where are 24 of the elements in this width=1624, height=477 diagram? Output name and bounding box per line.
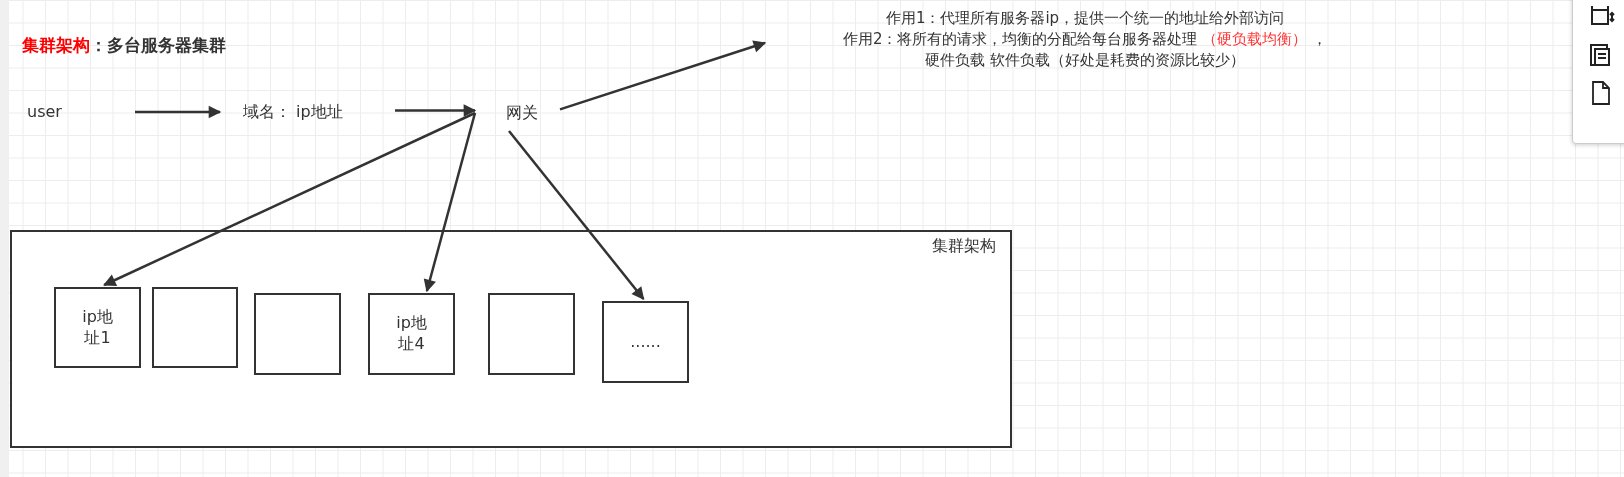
- node-label: 网关: [506, 103, 538, 124]
- arrow: [135, 105, 222, 119]
- arrow: [508, 130, 645, 300]
- explanation-text: 硬件负载 软件负载（好处是耗费的资源比较少）: [924, 50, 1246, 71]
- container-label: 集群架构: [932, 236, 996, 257]
- server-label: ......: [629, 331, 662, 353]
- explanation-text: 作用1：代理所有服务器ip，提供一个统一的地址给外部访问: [884, 8, 1286, 29]
- server-label: ip地址4: [395, 313, 428, 355]
- diagram-title: 集群架构：多台服务器集群: [22, 34, 226, 57]
- explanation-text: 作用2：将所有的请求，均衡的分配给每台服务器处理 （硬负载均衡） ，: [841, 29, 1329, 50]
- cluster-container: [10, 230, 1012, 448]
- arrow: [423, 112, 477, 293]
- node-label: 域名： ip地址: [243, 102, 343, 123]
- node-label: user: [27, 102, 62, 121]
- server-box: [54, 287, 141, 368]
- arrow: [395, 104, 477, 117]
- arrow: [559, 40, 767, 111]
- server-box: [368, 293, 455, 375]
- server-box: [488, 293, 575, 375]
- arrow: [103, 111, 476, 287]
- server-box: [254, 293, 341, 375]
- server-box: [602, 301, 689, 383]
- server-label: ip地址1: [81, 306, 114, 349]
- server-box: [152, 287, 238, 368]
